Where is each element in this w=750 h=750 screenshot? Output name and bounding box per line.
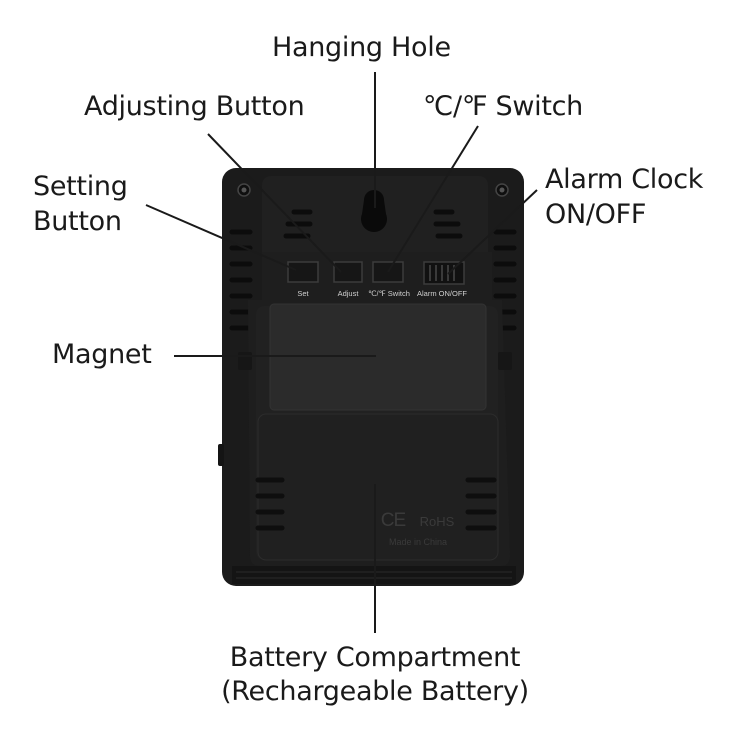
callout-battery-line1: Battery Compartment [229,642,521,673]
grip-ridges-left [255,477,285,531]
side-port-icon [218,444,224,466]
set-device-label: Set [297,289,309,298]
leader-setting-button [145,204,297,271]
hinge-icon-right [498,352,512,370]
ce-mark: CE [381,510,406,531]
side-vents-right [493,229,517,331]
rohs-mark: RoHS [420,514,455,529]
adjust-button[interactable] [333,261,363,283]
callout-setting-button-line2: Button [33,206,122,237]
callout-adjusting-button: Adjusting Button [84,91,305,122]
leader-alarm-switch [447,189,538,275]
callout-alarm-clock-line2: ON/OFF [545,199,647,230]
set-button[interactable] [287,261,319,283]
hanging-hole-icon [361,190,387,233]
callout-alarm-clock-line1: Alarm Clock [545,164,704,195]
grip-ridges-right [465,477,497,531]
callout-unit-switch: ℃/℉ Switch [423,91,583,122]
adjust-device-label: Adjust [338,289,360,298]
callout-battery-line2: (Rechargeable Battery) [221,676,529,707]
leader-adjusting-button [207,133,342,273]
callout-hanging-hole: Hanging Hole [272,32,451,63]
speaker-grille-left [283,209,313,239]
hinge-icon-left [238,352,252,370]
alarm-device-label: Alarm ON/OFF [417,289,467,298]
callout-setting-button-line1: Setting [33,171,128,202]
leader-lines [145,72,538,633]
made-in-text: Made in China [389,537,447,547]
callout-magnet: Magnet [52,339,152,370]
leader-unit-switch [387,125,479,273]
battery-compartment-cover[interactable] [257,413,499,561]
switch-device-label: ℃/℉ Switch [368,289,410,298]
screw-icon-right [495,183,509,197]
speaker-grille-right [433,209,463,239]
screw-icon-left [237,183,251,197]
